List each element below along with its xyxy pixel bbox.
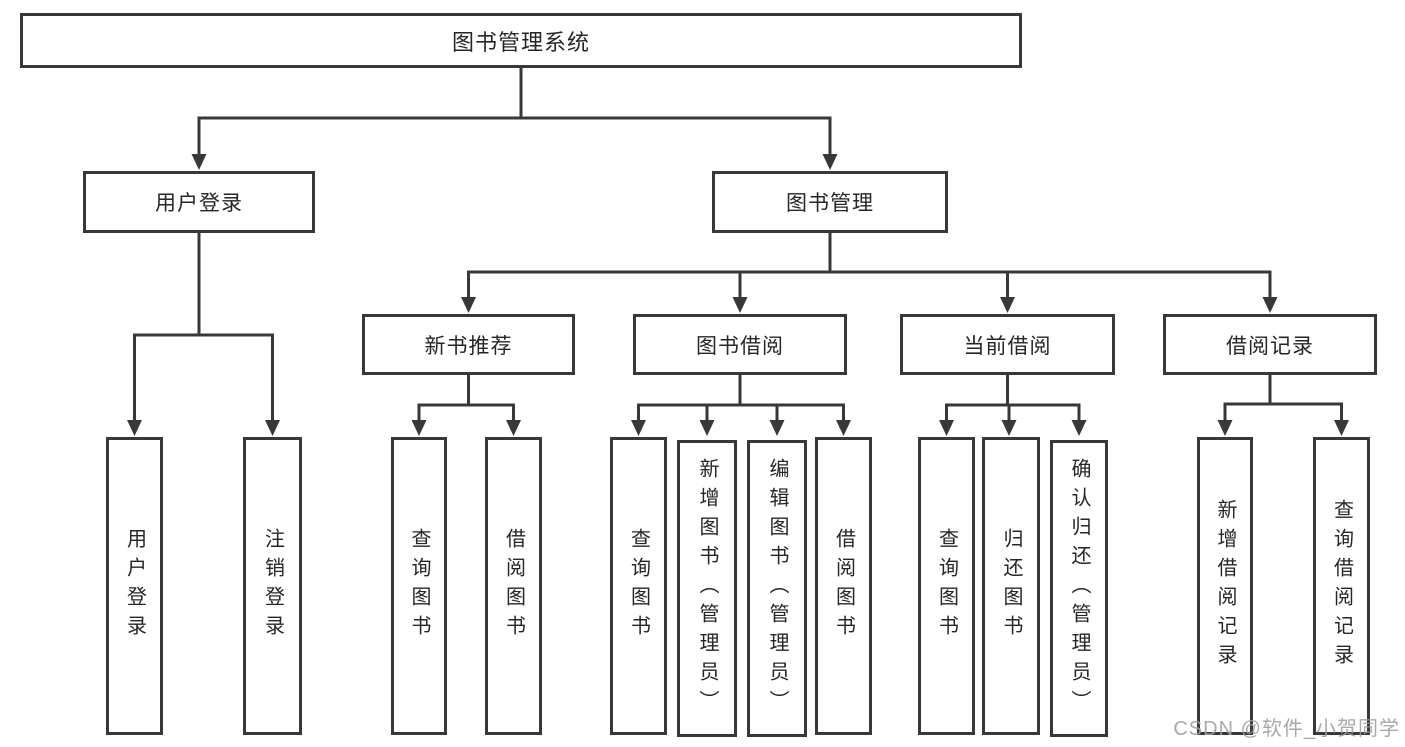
- leaf-confirm-return-admin: 确认归还（管理员）: [1050, 440, 1108, 737]
- node-root-system: 图书管理系统: [20, 13, 1022, 68]
- node-label: 借阅记录: [1226, 334, 1314, 358]
- leaf-query-books-2: 查询图书: [610, 437, 667, 735]
- leaf-query-borrow-record: 查询借阅记录: [1313, 437, 1370, 735]
- node-label: 查询图书: [627, 528, 650, 644]
- node-label: 归还图书: [1000, 528, 1022, 644]
- node-label: 借阅图书: [832, 528, 855, 644]
- node-book-borrow: 图书借阅: [633, 314, 847, 375]
- node-label: 用户登录: [123, 528, 146, 644]
- node-label: 编辑图书（管理员）: [766, 458, 788, 719]
- node-label: 新书推荐: [424, 334, 513, 358]
- node-label: 图书管理系统: [451, 29, 590, 55]
- arrowheads: [127, 154, 1349, 436]
- node-label: 确认归还（管理员）: [1068, 458, 1090, 719]
- node-label: 图书借阅: [696, 334, 784, 358]
- node-label: 图书管理: [786, 192, 874, 215]
- node-new-book-recommend: 新书推荐: [362, 314, 575, 375]
- leaf-query-books-3: 查询图书: [918, 437, 975, 735]
- node-borrow-records: 借阅记录: [1163, 314, 1377, 375]
- node-label: 注销登录: [261, 528, 284, 644]
- node-user-login: 用户登录: [83, 171, 315, 233]
- leaf-borrow-books-2: 借阅图书: [815, 437, 872, 735]
- leaf-return-books: 归还图书: [982, 437, 1040, 735]
- node-label: 查询借阅记录: [1330, 499, 1353, 673]
- node-book-management: 图书管理: [712, 171, 948, 233]
- leaf-query-books-1: 查询图书: [391, 437, 447, 735]
- leaf-borrow-books-1: 借阅图书: [485, 437, 542, 735]
- node-label: 查询图书: [935, 528, 958, 644]
- node-label: 用户登录: [155, 192, 243, 215]
- leaf-add-books-admin: 新增图书（管理员）: [677, 440, 737, 737]
- node-label: 借阅图书: [502, 528, 525, 644]
- node-label: 当前借阅: [963, 334, 1052, 358]
- node-label: 新增图书（管理员）: [696, 458, 718, 719]
- node-label: 新增借阅记录: [1214, 499, 1236, 673]
- node-label: 查询图书: [408, 528, 430, 644]
- leaf-add-borrow-record: 新增借阅记录: [1197, 437, 1253, 735]
- leaf-edit-books-admin: 编辑图书（管理员）: [747, 440, 807, 737]
- leaf-logout: 注销登录: [243, 437, 302, 735]
- leaf-user-login: 用户登录: [106, 437, 163, 735]
- node-current-borrow: 当前借阅: [900, 314, 1115, 375]
